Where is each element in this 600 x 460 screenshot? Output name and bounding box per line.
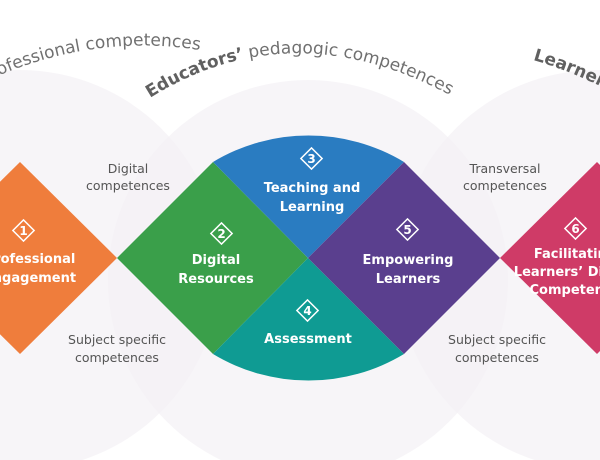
number-badge-6: 6 — [563, 216, 588, 241]
diamond-badge-icon — [11, 218, 36, 243]
number-badge-5: 5 — [395, 217, 420, 242]
svg-text:1: 1 — [19, 224, 27, 238]
svg-text:4: 4 — [303, 304, 311, 318]
area-4-label: Assessment — [264, 332, 352, 347]
area-1-label: ProfessionalEngagement — [0, 252, 76, 286]
diamond-badge-icon — [299, 146, 324, 171]
area-2-shape[interactable] — [117, 162, 308, 354]
area-3-shape[interactable] — [213, 135, 404, 258]
number-badge-1: 1 — [11, 218, 36, 243]
number-badge-4: 4 — [295, 298, 320, 323]
area-5-shape[interactable] — [308, 162, 500, 354]
number-badge-2: 2 — [209, 221, 234, 246]
svg-text:3: 3 — [307, 152, 315, 166]
diamond-badge-icon — [563, 216, 588, 241]
svg-text:6: 6 — [571, 222, 579, 236]
diamond-badge-icon — [209, 221, 234, 246]
area-6-shape[interactable] — [500, 162, 600, 354]
svg-text:2: 2 — [217, 227, 225, 241]
number-badge-3: 3 — [299, 146, 324, 171]
learners-circle — [397, 70, 600, 460]
area-6-label: FacilitatingLearners’ DigitalCompetence — [514, 247, 600, 298]
area-1-shape[interactable] — [0, 162, 117, 354]
diamond-badge-icon — [295, 298, 320, 323]
svg-text:5: 5 — [403, 223, 411, 237]
diamond-badge-icon — [395, 217, 420, 242]
